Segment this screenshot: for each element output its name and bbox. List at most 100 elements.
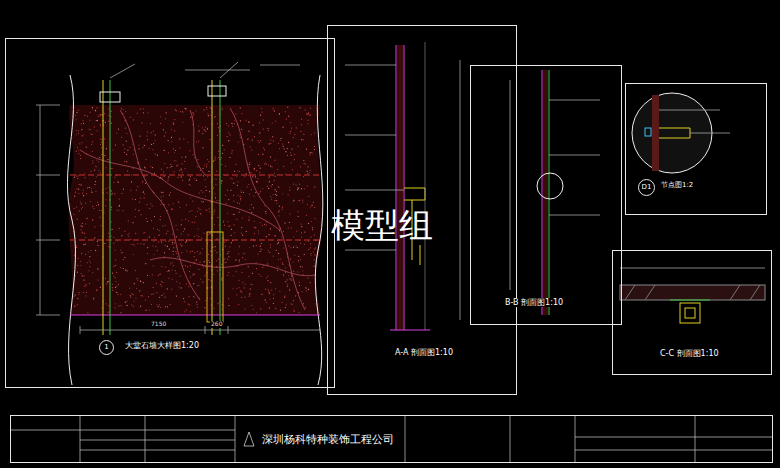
texture-dot [240, 137, 241, 138]
texture-dot [99, 217, 100, 218]
texture-dot [186, 241, 187, 242]
texture-dot [214, 224, 215, 225]
texture-dot [133, 222, 134, 223]
texture-dot [171, 208, 172, 209]
texture-dot [282, 208, 283, 209]
texture-dot [97, 279, 98, 280]
texture-dot [111, 168, 112, 169]
texture-dot [260, 115, 261, 116]
texture-dot [213, 308, 214, 309]
texture-dot [278, 211, 279, 212]
texture-dot [259, 274, 260, 275]
texture-dot [217, 217, 218, 218]
texture-dot [165, 225, 166, 226]
texture-dot [285, 267, 286, 268]
texture-dot [78, 133, 79, 134]
texture-dot [255, 176, 256, 177]
texture-dot [200, 278, 201, 279]
texture-dot [261, 108, 262, 109]
texture-dot [248, 220, 249, 221]
texture-dot [301, 236, 302, 237]
texture-dot [275, 189, 276, 190]
texture-dot [258, 154, 259, 155]
texture-dot [113, 276, 114, 277]
texture-dot [116, 292, 117, 293]
texture-dot [188, 296, 189, 297]
texture-dot [151, 144, 152, 145]
texture-dot [105, 303, 106, 304]
texture-dot [78, 258, 79, 259]
texture-dot [176, 253, 177, 254]
texture-dot [90, 262, 91, 263]
texture-dot [85, 202, 86, 203]
texture-dot [78, 149, 79, 150]
texture-dot [188, 220, 189, 221]
dim [36, 175, 60, 176]
texture-dot [193, 154, 194, 155]
texture-dot [144, 145, 145, 146]
texture-dot [251, 149, 252, 150]
texture-dot [206, 109, 207, 110]
texture-dot [303, 160, 304, 161]
texture-dot [160, 307, 161, 308]
texture-dot [270, 282, 271, 283]
texture-dot [254, 221, 255, 222]
texture-dot [151, 220, 152, 221]
texture-dot [160, 116, 161, 117]
bracket [208, 86, 226, 96]
post [110, 80, 111, 335]
texture-dot [288, 116, 289, 117]
texture-dot [207, 113, 208, 114]
texture-dot [245, 297, 246, 298]
texture-dot [200, 190, 201, 191]
texture-dot [91, 190, 92, 191]
texture-dot [171, 269, 172, 270]
texture-dot [238, 194, 239, 195]
texture-dot [75, 294, 76, 295]
texture-dot [296, 230, 297, 231]
texture-dot [85, 237, 86, 238]
texture-dot [121, 235, 122, 236]
texture-dot [190, 265, 191, 266]
texture-dot [173, 171, 174, 172]
texture-dot [83, 123, 84, 124]
texture-dot [227, 259, 228, 260]
texture-dot [284, 296, 285, 297]
texture-dot [147, 139, 148, 140]
texture-dot [154, 140, 155, 141]
texture-dot [155, 135, 156, 136]
texture-dot [270, 247, 271, 248]
texture-dot [127, 234, 128, 235]
texture-dot [76, 175, 77, 176]
texture-dot [198, 141, 199, 142]
texture-dot [87, 312, 88, 313]
texture-dot [229, 140, 230, 141]
texture-dot [236, 271, 237, 272]
texture-dot [266, 224, 267, 225]
texture-dot [85, 285, 86, 286]
texture-dot [181, 163, 182, 164]
texture-dot [135, 209, 136, 210]
texture-dot [82, 134, 83, 135]
texture-dot [294, 154, 295, 155]
texture-dot [108, 121, 109, 122]
texture-dot [309, 152, 310, 153]
texture-dot [287, 155, 288, 156]
texture-dot [184, 228, 185, 229]
texture-dot [161, 281, 162, 282]
texture-dot [268, 290, 269, 291]
texture-dot [209, 233, 210, 234]
texture-dot [187, 141, 188, 142]
texture-dot [278, 253, 279, 254]
texture-dot [105, 205, 106, 206]
texture-dot [227, 190, 228, 191]
texture-dot [276, 200, 277, 201]
texture-dot [175, 270, 176, 271]
texture-dot [288, 227, 289, 228]
texture-dot [265, 289, 266, 290]
dimension: 7150 [150, 321, 167, 328]
vein [190, 110, 205, 175]
texture-dot [309, 115, 310, 116]
texture-dot [271, 198, 272, 199]
texture-dot [140, 198, 141, 199]
